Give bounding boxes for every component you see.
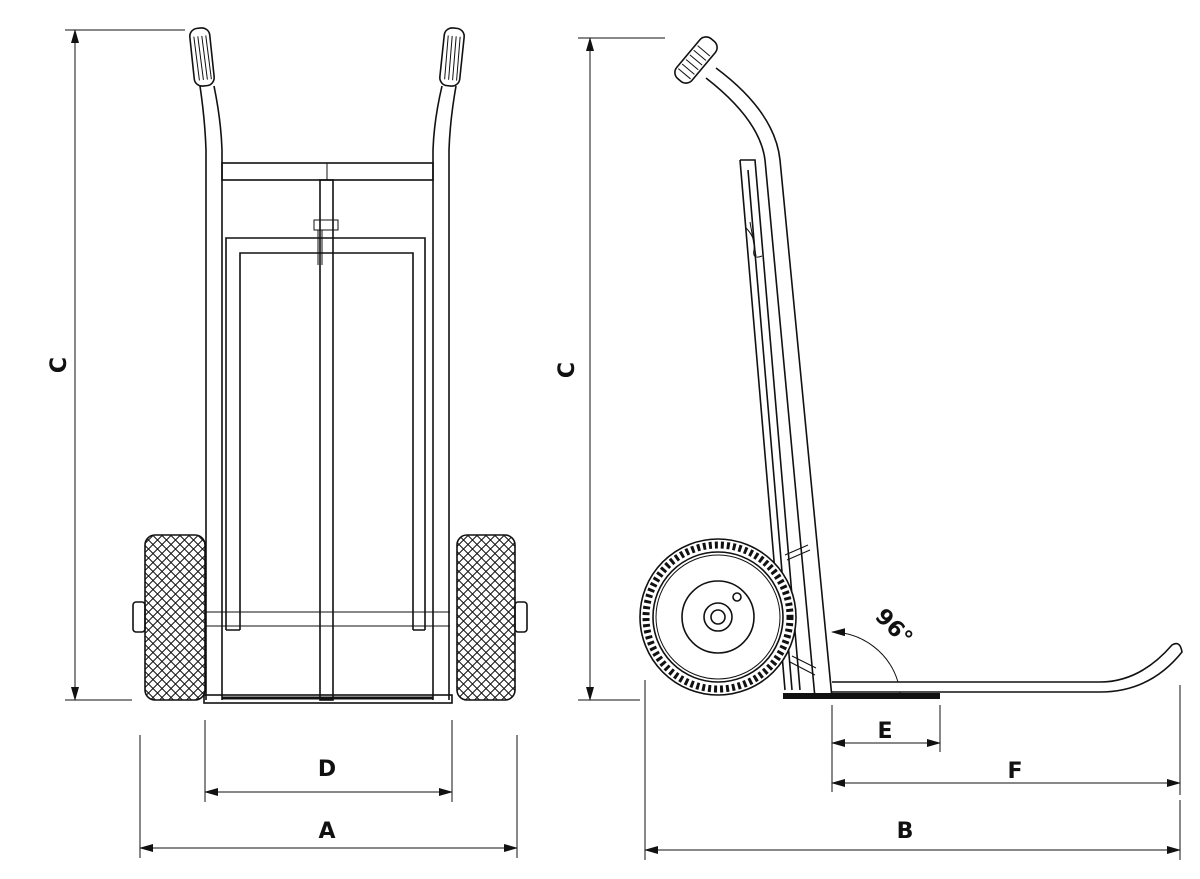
dimension-e: E bbox=[831, 705, 941, 792]
nose-tube bbox=[832, 642, 1183, 693]
angle-96: 96° bbox=[831, 604, 917, 683]
handle-tube bbox=[705, 67, 833, 699]
dimension-label-c-side: C bbox=[555, 362, 580, 378]
dimension-b: B bbox=[644, 680, 1181, 860]
dimension-label-c: C bbox=[47, 357, 72, 373]
latch-clip bbox=[745, 221, 763, 258]
left-wheel bbox=[132, 534, 206, 701]
angle-label: 96° bbox=[870, 604, 917, 651]
side-wheel bbox=[639, 538, 797, 696]
dimension-label-a: A bbox=[318, 819, 335, 844]
wheel-brace bbox=[784, 544, 817, 676]
side-view: 96° C E F B bbox=[555, 36, 1183, 860]
dimension-label-b: B bbox=[897, 819, 914, 844]
left-upright bbox=[199, 85, 223, 700]
left-handle-grip bbox=[189, 27, 215, 87]
toe-plate bbox=[203, 694, 453, 704]
dimension-f: F bbox=[831, 685, 1181, 795]
right-handle-grip bbox=[439, 27, 465, 87]
right-upright bbox=[432, 85, 457, 700]
right-wheel bbox=[456, 534, 528, 701]
center-rod bbox=[319, 179, 334, 701]
dimension-c-side: C bbox=[555, 37, 665, 701]
latch bbox=[313, 219, 339, 265]
dimension-c-front: C bbox=[47, 29, 185, 701]
dimension-label-d: D bbox=[318, 757, 336, 782]
inner-frame bbox=[225, 237, 426, 631]
dimension-label-f: F bbox=[1007, 759, 1022, 784]
dimension-label-e: E bbox=[877, 719, 892, 744]
dimension-a: A bbox=[139, 735, 518, 858]
front-view: C D A bbox=[47, 27, 528, 858]
side-toe-plate bbox=[783, 693, 940, 699]
dimension-d: D bbox=[204, 720, 453, 802]
axle-bar bbox=[205, 611, 450, 627]
side-handle-grip bbox=[674, 36, 718, 84]
